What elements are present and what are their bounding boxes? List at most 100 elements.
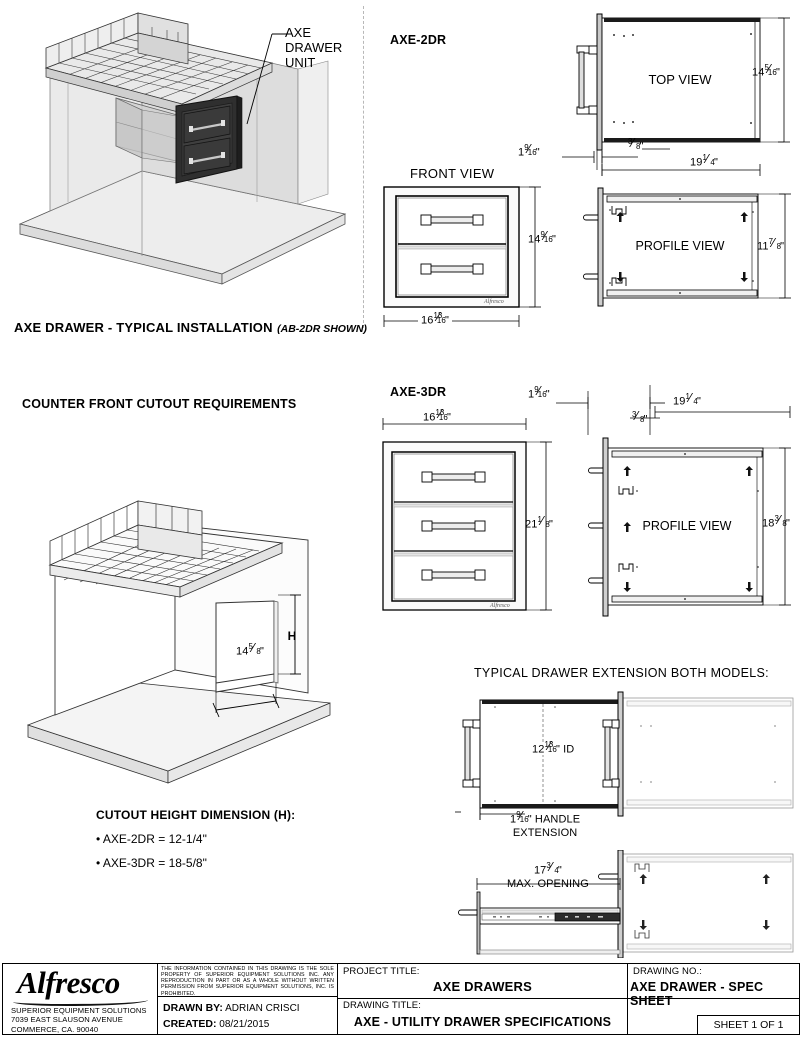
dim-den: 16 [537,390,547,400]
cutout-height-letter: H [288,629,297,643]
project-title-value: AXE DRAWERS [433,979,532,994]
dim-whole: 1 [528,388,535,401]
drawing-no-value: AXE DRAWER - SPEC SHEET [630,980,764,1008]
iso-installation-caption: AXE DRAWER - TYPICAL INSTALLATION (AB-2D… [14,319,367,337]
dim-whole: 19 [673,395,686,408]
sheet-value: SHEET 1 OF 1 [713,1019,784,1031]
dim-den: 8 [782,519,787,529]
legal-row: THE INFORMATION CONTAINED IN THIS DRAWIN… [158,964,337,997]
dim-whole: 12 [532,743,545,756]
dim-den: 8 [545,520,550,530]
axe-3dr-profile-view: PROFILE VIEW [585,436,800,618]
drawing-title-label: DRAWING TITLE: [343,1000,421,1011]
dim-whole: 16 [421,314,434,327]
dim-den: 8 [635,142,641,152]
dim-num: 5 [764,62,769,72]
axe-2dr-top-view-svg: TOP VIEW [576,13,790,151]
drawing-title-row: DRAWING TITLE: AXE - UTILITY DRAWER SPEC… [338,999,627,1034]
section-divider-vertical [363,6,364,328]
axe-2dr-thickness-dim: 3⁄8" [628,136,644,153]
dim-num: 1 [702,152,707,162]
dim-suffix: " HANDLE [527,813,581,826]
dim-num: 3 [774,513,779,523]
dim-whole: 19 [690,156,703,169]
drawing-no-label: DRAWING NO.: [633,966,702,977]
created-line: CREATED: 08/21/2015 [163,1018,332,1030]
dim-num: 13 [435,407,445,417]
dim-whole: 14 [752,66,765,79]
created-label: CREATED: [163,1018,217,1030]
axe-2dr-front-width-dimline [383,315,520,327]
dim-den: 4 [710,158,715,168]
profile-view-label-text-3dr: PROFILE VIEW [643,519,732,533]
cutout-requirements-heading: COUNTER FRONT CUTOUT REQUIREMENTS [22,397,297,411]
callout-line-2: DRAWER [285,39,343,55]
drawn-by-label: DRAWN BY: [163,1002,223,1014]
title-block-legal-cell: THE INFORMATION CONTAINED IN THIS DRAWIN… [158,964,338,1034]
dim-num: 9 [534,384,539,394]
sheet-row: SHEET 1 OF 1 [628,999,799,1034]
dim-den: 16 [767,68,777,78]
drawn-by-line: DRAWN BY: ADRIAN CRISCI [163,1002,332,1014]
axe-2dr-front-view: Alfresco [383,186,543,311]
axe-2dr-profile-view-svg: PROFILE VIEW [583,187,791,307]
dim-den: 16 [436,316,446,326]
title-block-titles-cell: PROJECT TITLE: AXE DRAWERS DRAWING TITLE… [338,964,628,1034]
project-title-row: PROJECT TITLE: AXE DRAWERS [338,964,627,999]
dim-num: 3 [628,136,633,146]
iso-caption-sub: (AB-2DR SHOWN) [277,323,367,335]
dim-den: 8 [776,242,782,252]
axe-3dr-top-dim-lines [556,385,791,435]
cutout-height-list: CUTOUT HEIGHT DIMENSION (H): • AXE-2DR =… [96,808,295,870]
dim-num: 13 [433,310,443,320]
axe-3dr-thickness-dim: 3⁄8" [632,409,648,426]
dim-den: 16 [543,235,553,245]
axe-3dr-model-label: AXE-3DR [390,385,447,399]
dim-num: 9 [516,809,521,819]
dim-den: 16 [519,815,529,825]
axe-3dr-front-view-svg: Alfresco [382,441,552,611]
drawer-max-opening-svg [458,849,794,959]
iso-installation-svg [18,12,347,285]
alfresco-logo: Alfresco [17,965,120,1000]
sheet-box: SHEET 1 OF 1 [697,1015,799,1034]
dim-whole: 18 [762,517,775,530]
dim-whole: 14 [528,233,541,246]
title-block-logo-cell: Alfresco SUPERIOR EQUIPMENT SOLUTIONS 70… [3,964,158,1034]
drawing-no-row: DRAWING NO.: AXE DRAWER - SPEC SHEET [628,964,799,1008]
axe-drawer-unit-callout: AXE DRAWER UNIT [285,25,343,71]
drawing-title-value: AXE - UTILITY DRAWER SPECIFICATIONS [353,1015,612,1029]
top-view-label-text: TOP VIEW [648,72,712,87]
title-block-drawingno-cell: DRAWING NO.: AXE DRAWER - SPEC SHEET SHE… [628,964,799,1034]
svg-text:Alfresco: Alfresco [483,298,504,305]
axe-3dr-front-view: Alfresco [378,440,558,615]
cutout-iso-drawing: H [20,425,360,785]
axe-2dr-profile-view: PROFILE VIEW [580,186,800,311]
cutout-list-item-1: • AXE-3DR = 18-5/8" [96,856,207,871]
dim-whole: 1 [510,813,517,826]
dim-suffix: " ID [555,743,575,756]
address-line-2: COMMERCE, CA. 90040 [11,1024,99,1034]
legal-notice: THE INFORMATION CONTAINED IN THIS DRAWIN… [161,966,334,997]
dim-whole: 17 [533,864,547,877]
dim-whole: 1 [518,146,525,159]
dim-den: 16 [547,745,557,755]
project-title-label: PROJECT TITLE: [343,966,420,977]
cutout-list-item-0: • AXE-2DR = 12-1/4" [96,832,207,846]
svg-text:Alfresco: Alfresco [489,602,510,609]
cutout-list-heading: CUTOUT HEIGHT DIMENSION (H): [96,808,296,822]
